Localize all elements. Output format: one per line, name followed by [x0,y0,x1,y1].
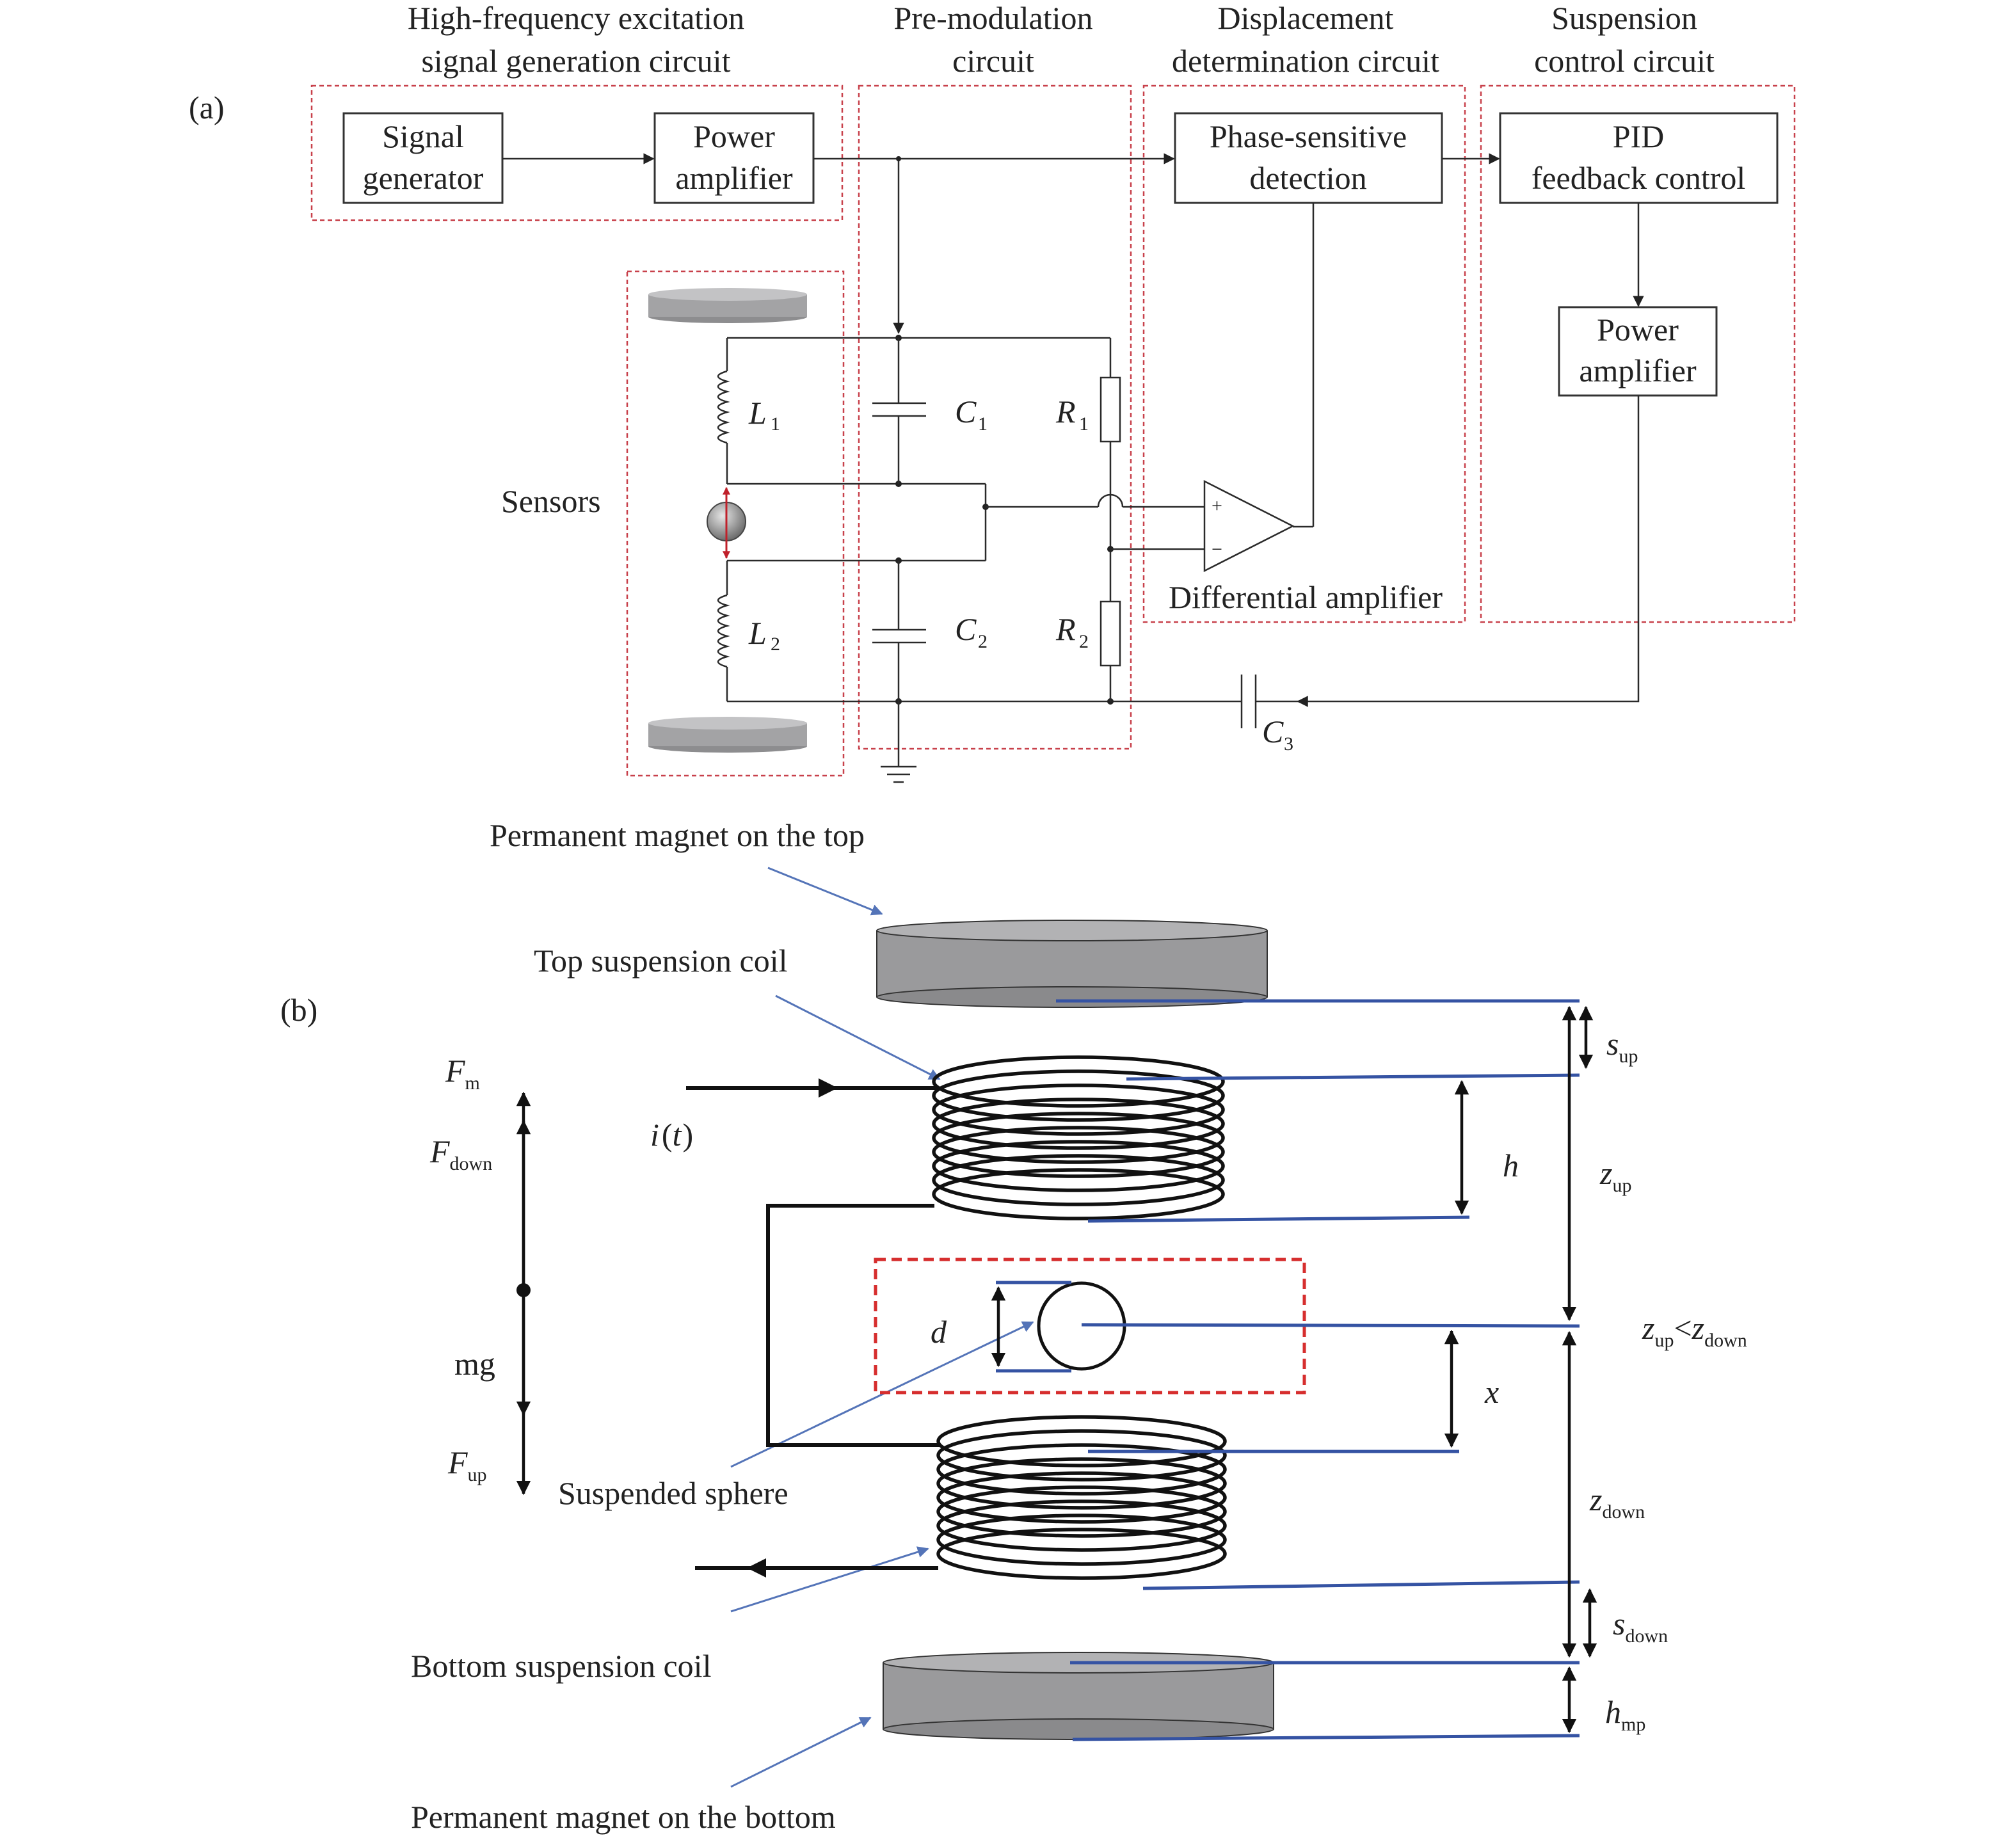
panel-b-label: (b) [280,992,317,1028]
heading-premod-2: circuit [952,43,1034,79]
c1-sub: 1 [978,413,988,435]
sensor-bottom-magnet [648,717,807,753]
c1-label: C [955,394,977,429]
top-coil-pointer [775,995,941,1080]
amp-plus: + [1212,495,1222,516]
pid-label-2: feedback control [1532,160,1746,196]
top-coil-label: Top suspension coil [534,943,787,979]
heading-displacement-1: Displacement [1218,0,1394,36]
capacitor-c1 [872,338,926,484]
r1-label: R [1055,394,1076,429]
heading-displacement-2: determination circuit [1172,43,1439,79]
sphere-highlight-box [874,1258,1306,1394]
coil-link-wire [766,1204,940,1447]
bottom-coil-pointer [730,1546,929,1613]
premod-group-box [858,84,1132,750]
l1-sub: 1 [771,413,780,435]
z-compare-label: zup<zdown [1642,1310,1747,1351]
bottom-coil-label: Bottom suspension coil [411,1648,711,1684]
power-amplifier-2-block [1558,306,1718,397]
heading-suspension-2: control circuit [1534,43,1715,79]
bottom-magnet-pointer [730,1716,872,1788]
top-suspension-coil [932,1055,1225,1220]
ref-line-coil-top [1126,1073,1580,1081]
z-up-label: zup [1599,1155,1631,1196]
force-fm-label: Fm [445,1053,480,1094]
excitation-group-box [310,84,844,221]
bottom-suspension-coil [936,1415,1227,1580]
pid-label-1: PID [1613,118,1665,154]
ref-line-magnet-bottom-bottom [1072,1734,1580,1741]
panel-a: (a) High-frequency excitation signal gen… [189,0,1796,783]
sensors-label: Sensors [501,483,601,519]
wire-feedback [1293,396,1640,703]
d-label: d [931,1314,947,1350]
power-amplifier-label-2: amplifier [675,160,793,196]
ref-line-sphere [1081,1323,1580,1328]
z-down-label: zdown [1589,1482,1645,1522]
c2-label: C [955,611,977,647]
force-fup-label: Fup [447,1444,487,1485]
heading-excitation-2: signal generation circuit [421,43,730,79]
displacement-group-box [1142,84,1466,623]
psd-label-2: detection [1249,160,1366,196]
x-label: x [1484,1374,1499,1410]
signal-generator-block [342,112,504,204]
sphere-label: Suspended sphere [558,1475,788,1511]
r2-label: R [1055,611,1076,647]
heading-suspension-1: Suspension [1551,0,1697,36]
phase-sensitive-detection-block [1174,112,1443,204]
inductor-l2 [717,561,730,701]
l2-sub: 2 [771,634,780,655]
resistor-r1 [1100,338,1121,602]
sensor-top-magnet [648,288,807,323]
top-permanent-magnet [876,920,1268,1008]
signal-generator-label-1: Signal [382,118,464,154]
resistor-r2 [1100,600,1121,701]
capacitor-c3 [1240,675,1293,728]
bottom-magnet-label: Permanent magnet on the bottom [411,1799,836,1835]
l2-label: L [748,615,767,651]
c3-sub: 3 [1284,733,1293,755]
r2-sub: 2 [1079,631,1089,652]
signal-generator-label-2: generator [363,160,484,196]
top-magnet-label: Permanent magnet on the top [490,817,865,853]
current-label: i(t) [650,1117,693,1153]
capacitor-c2 [872,561,926,701]
power-amplifier-label-1: Power [693,118,775,154]
s-up-label: sup [1606,1026,1638,1067]
power-amplifier-2-label-2: amplifier [1579,353,1697,388]
force-mg-label: mg [454,1346,495,1382]
ref-line-coil-top-bottom [1087,1215,1470,1223]
pid-feedback-block [1499,112,1779,204]
junction-excitation [896,156,901,161]
panel-b: (b) Permanent magnet on the top Top susp… [280,817,1747,1835]
c2-sub: 2 [978,631,988,652]
heading-excitation-1: High-frequency excitation [408,0,744,36]
power-amplifier-2-label-1: Power [1597,312,1679,348]
s-down-label: sdown [1613,1606,1668,1647]
h-label: h [1503,1147,1519,1183]
inductor-l1 [717,338,730,484]
amp-minus: − [1212,539,1222,560]
psd-label-1: Phase-sensitive [1210,118,1407,154]
sensors-group-box [626,270,845,777]
ground-symbol [881,701,916,783]
differential-amplifier [1203,479,1295,573]
l1-label: L [748,395,767,431]
h-mp-label: hmp [1605,1694,1645,1735]
heading-premod-1: Pre-modulation [893,0,1092,36]
force-diagram [516,1091,531,1496]
c3-label: C [1262,714,1284,749]
sphere-pointer [730,1321,1034,1468]
panel-a-label: (a) [189,90,225,125]
top-magnet-pointer [767,867,883,916]
ref-line-coil-bottom-bottom [1142,1580,1580,1590]
r1-sub: 1 [1079,413,1089,435]
force-fdown-label: Fdown [429,1133,492,1174]
bottom-permanent-magnet [883,1652,1274,1740]
differential-amplifier-label: Differential amplifier [1169,579,1443,615]
